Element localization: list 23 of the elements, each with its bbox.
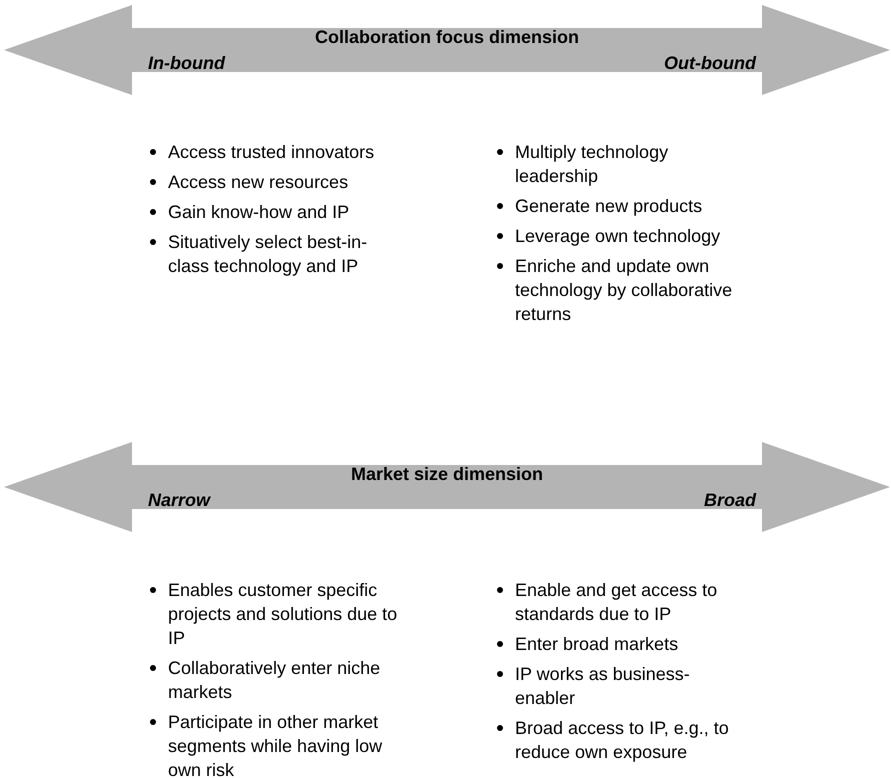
bullet-item: Enables customer specific projects and solutions due to IP <box>148 578 410 650</box>
bullet-item: Broad access to IP, e.g., to reduce own exposure <box>495 716 745 764</box>
double-arrow-band <box>4 5 890 95</box>
pole-label: Narrow <box>148 490 210 511</box>
bullet-item: Enter broad markets <box>495 632 745 656</box>
pole-label: Broad <box>704 490 756 511</box>
double-arrow-band <box>4 442 890 532</box>
bullet-item: Enriche and update own technology by collaborative returns <box>495 254 745 326</box>
bullet-item: Access trusted innovators <box>148 140 398 164</box>
bullet-item: Multiply technology leadership <box>495 140 745 188</box>
bullet-item: Situatively select best-in-class technology and IP <box>148 230 398 278</box>
bullet-item: Leverage own technology <box>495 224 745 248</box>
bullet-item: Gain know-how and IP <box>148 200 398 224</box>
pole-label: Out-bound <box>664 53 756 74</box>
bullet-item: Generate new products <box>495 194 745 218</box>
bullet-item: Enable and get access to standards due to IP <box>495 578 745 626</box>
bullet-item: Access new resources <box>148 170 398 194</box>
dimension-title: Market size dimension <box>350 464 544 485</box>
bullet-item: Collaboratively enter niche markets <box>148 656 410 704</box>
bullet-item: IP works as business-enabler <box>495 662 745 710</box>
bullet-item: Participate in other market segments while having low own risk <box>148 710 410 778</box>
dimension-title: Collaboration focus dimension <box>314 27 580 48</box>
pole-label: In-bound <box>148 53 225 74</box>
